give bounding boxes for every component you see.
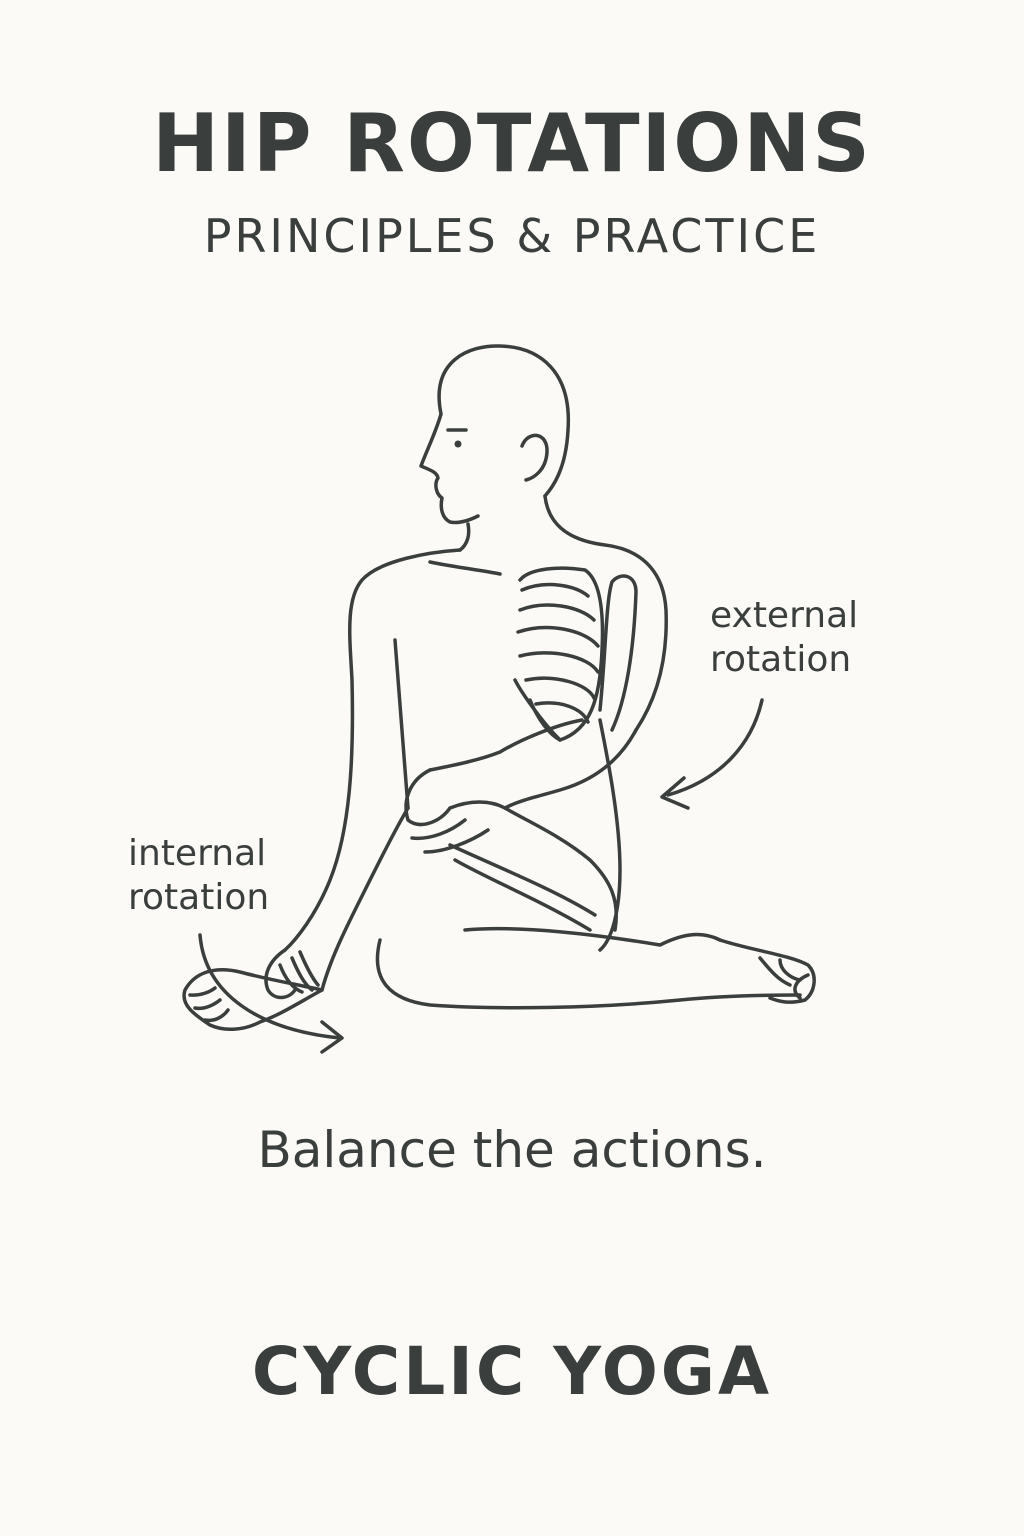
rib-3 <box>516 625 600 648</box>
torso-left <box>393 638 410 810</box>
humerus <box>598 574 638 732</box>
rib-6 <box>534 701 590 724</box>
page-subtitle: PRINCIPLES & PRACTICE <box>203 209 821 263</box>
shin-bone-2 <box>448 843 597 917</box>
rib-5 <box>524 676 596 700</box>
ear <box>520 433 549 482</box>
left-hand <box>264 948 320 1000</box>
shin-bone <box>453 858 592 932</box>
neck-right <box>543 494 668 732</box>
rib-1 <box>520 582 590 598</box>
hand <box>404 768 507 854</box>
rib-outline <box>513 566 605 742</box>
left-shoulder <box>283 548 462 952</box>
toes <box>188 986 230 1023</box>
eye <box>454 440 462 448</box>
page-title: HIP ROTATIONS <box>152 97 872 190</box>
external-rotation-arrow <box>666 698 764 797</box>
seated-twist-figure <box>182 344 816 1054</box>
brand-name: CYCLIC YOGA <box>251 1333 773 1410</box>
internal-rotation-arrow <box>198 933 342 1040</box>
hip <box>598 718 622 952</box>
raised-knee <box>320 806 410 992</box>
neck-left <box>458 522 471 552</box>
sternum <box>528 698 562 742</box>
collarbone <box>428 560 502 576</box>
right-forearm <box>428 718 584 772</box>
shin <box>503 806 618 932</box>
external-arrowhead <box>660 776 690 810</box>
tagline: Balance the actions. <box>257 1121 767 1179</box>
internal-rotation-label: internal rotation <box>128 833 270 918</box>
head-outline <box>419 344 571 525</box>
right-arm <box>503 728 638 810</box>
folded-thigh <box>463 926 722 947</box>
external-rotation-label: external rotation <box>710 595 859 680</box>
internal-arrowhead <box>320 1020 344 1054</box>
rib-4 <box>518 651 600 674</box>
right-foot <box>718 938 816 1004</box>
rib-2 <box>518 603 596 622</box>
folded-leg <box>375 938 802 1010</box>
